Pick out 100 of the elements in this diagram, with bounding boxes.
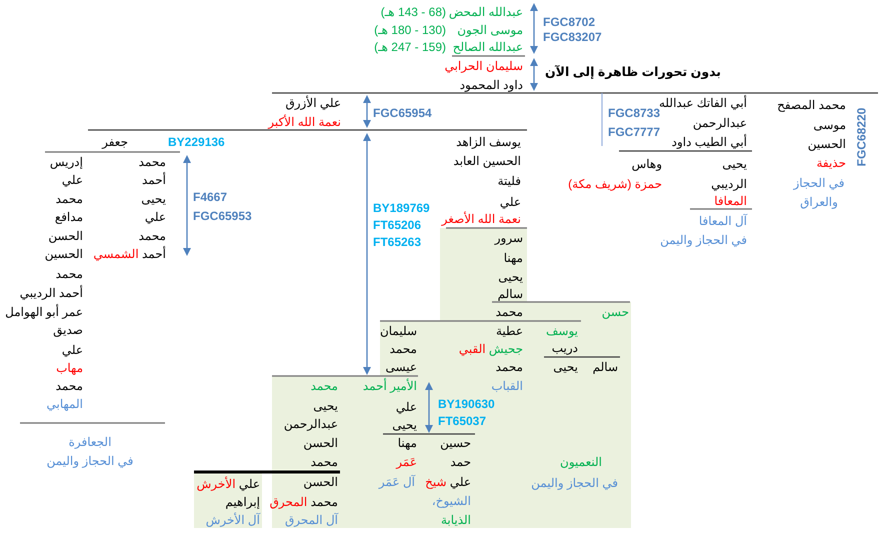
person-name: محمد	[138, 154, 166, 170]
person-name: موسى الجون	[457, 22, 523, 38]
date-range: (130 - 180 هـ)	[374, 22, 446, 38]
person-name: دريب	[552, 340, 578, 356]
person-name: مدافع	[54, 210, 83, 224]
family-name: القباب	[491, 378, 523, 394]
person-name: علي	[500, 194, 521, 210]
snp-label: FGC65953	[193, 208, 252, 224]
person-name: محمد	[496, 360, 523, 374]
person-name: علي الأزرق	[285, 96, 341, 110]
person-name: علي	[62, 172, 83, 188]
person-name: علي	[62, 342, 83, 358]
person-name: أبي الفاتك عبدالله	[659, 96, 747, 110]
person-name: حمد	[450, 454, 471, 470]
person-name: يحيى	[553, 360, 578, 374]
person-name: يوسف	[546, 324, 578, 338]
person-name: الحسين	[44, 246, 83, 262]
person-name: سالم	[498, 286, 523, 302]
person-name: محمد	[496, 304, 523, 320]
snp-label: FGC8702	[543, 14, 596, 30]
snp-label: FGC65954	[373, 106, 432, 120]
snp-label: FT65206	[373, 218, 422, 232]
person-name: عبدالله الصالح	[452, 40, 523, 54]
person-name: مهنا	[504, 250, 523, 266]
person-name: موسى	[813, 118, 846, 132]
person-name: حسين	[440, 436, 471, 450]
snp-label: FGC68220	[854, 108, 870, 166]
person-name: علي	[144, 210, 166, 224]
person-name: عمر أبو الهوامل	[5, 304, 83, 320]
person-name: داود المحمود	[460, 78, 523, 92]
person-name: محمد	[56, 192, 83, 206]
snp-label: BY229136	[168, 134, 225, 150]
person-name: أبي الطيب داود	[672, 134, 747, 150]
person-name: يحيى	[392, 418, 417, 432]
person-name: يحيى	[498, 270, 523, 284]
person-name: محمد المحرق	[270, 494, 338, 510]
person-name: الحسين	[808, 136, 846, 152]
person-name: إبراهيم	[225, 494, 260, 510]
family-name: آل الأخرش	[206, 512, 260, 528]
person-name: فليتة	[498, 174, 521, 188]
region-text: في الحجاز واليمن	[531, 476, 618, 490]
person-name: علي شيخ	[425, 474, 471, 490]
snp-label: FGC7777	[608, 124, 660, 140]
person-name: المعافا	[714, 194, 747, 208]
snp-label: BY190630	[438, 396, 495, 412]
person-name: سليمان الحرابي	[444, 58, 523, 74]
person-name: يوسف الزاهد	[456, 134, 521, 150]
person-name: سرور	[494, 230, 523, 246]
person-name: يحيى	[313, 398, 338, 414]
person-name: عطية	[496, 324, 523, 338]
region-text: في الحجاز والعراق	[792, 175, 846, 211]
region-text: في الحجاز واليمن	[660, 232, 747, 248]
note-text: بدون تحورات ظاهرة إلى الآن	[545, 64, 722, 80]
person-name: الرديبي	[711, 176, 747, 192]
person-name: سليمان	[380, 324, 417, 338]
person-name: علي الأخرش	[196, 476, 260, 492]
person-name: جحيش القبي	[458, 342, 523, 356]
person-name: عبدالرحمن	[284, 416, 338, 432]
person-name: يحيى	[141, 192, 166, 206]
person-name: الحسن	[48, 228, 83, 244]
person-name: عبدالله المحض	[448, 4, 523, 20]
person-name: الحسين العابد	[453, 154, 521, 168]
person-name: مهاب	[56, 360, 83, 376]
person-name: محمد	[310, 454, 338, 470]
person-name: الأمير أحمد	[362, 378, 417, 394]
snp-label: FT65263	[373, 234, 422, 250]
snp-label: BY189769	[373, 200, 430, 216]
person-name: حسن	[602, 304, 629, 320]
person-name: محمد	[138, 228, 166, 244]
family-name: آل المعافا	[698, 214, 747, 228]
person-name: نعمة الله الأكبر	[268, 114, 341, 130]
person-name: أحمد الشمسي	[93, 246, 166, 262]
person-name: سالم	[592, 360, 618, 374]
shaded-region	[272, 228, 631, 528]
date-range: (159 - 247 هـ)	[374, 40, 446, 54]
person-name: علي	[396, 400, 417, 414]
family-name: آل المحرق	[285, 512, 338, 528]
person-name: إدريس	[50, 154, 83, 170]
region-text: في الحجاز واليمن	[46, 454, 134, 468]
snp-label: FGC83207	[543, 30, 602, 44]
person-name: محمد	[390, 342, 417, 356]
snp-label: FT65037	[438, 414, 486, 428]
family-name: الشيوخ،	[432, 494, 471, 508]
snp-label: FGC8733	[608, 106, 660, 120]
person-name: الحسن	[303, 474, 338, 490]
shaded-region	[194, 472, 262, 528]
person-name: عَمَر	[396, 454, 417, 470]
person-name: الحسن	[303, 436, 338, 450]
person-name: صديق	[53, 322, 83, 338]
person-name: وهاس	[632, 156, 662, 172]
person-name: حمزة (شريف مكة)	[568, 176, 662, 192]
person-name: جعفر	[102, 134, 128, 150]
person-name: أحمد الرديبي	[20, 286, 83, 300]
person-name: محمد المصفح	[777, 98, 846, 112]
date-range: (68 - 143 هـ)	[380, 4, 446, 20]
person-name: مهنا	[398, 436, 417, 450]
person-name: محمد	[56, 378, 83, 394]
snp-label: F4667	[193, 190, 228, 204]
person-name: حذيفة	[816, 156, 846, 170]
person-name: محمد	[56, 266, 83, 282]
